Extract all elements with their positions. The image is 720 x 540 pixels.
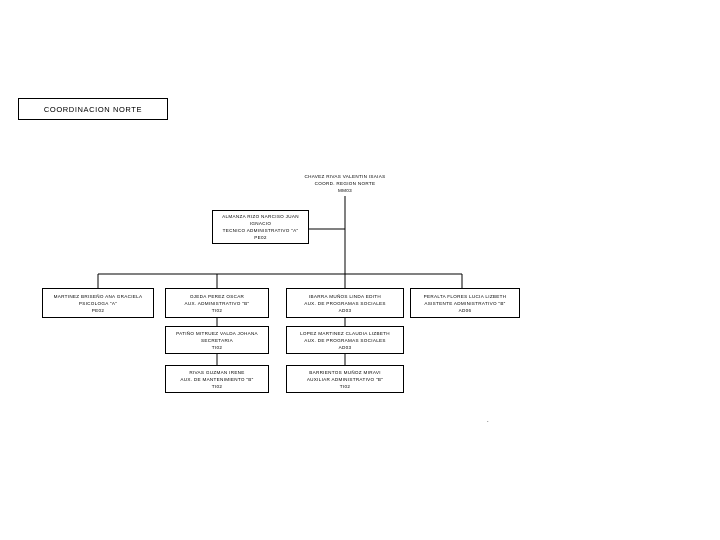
- node-assistant-name: ALMANZA RIZO NARCISO JUAN: [222, 214, 299, 219]
- node-martinez-name: MARTINEZ BRISEÑO ANA GRACIELA: [53, 293, 143, 299]
- org-node-martinez: MARTINEZ BRISEÑO ANA GRACIELA PSICOLOGA …: [42, 288, 154, 318]
- node-patino-position: SECRETARIA: [200, 337, 233, 343]
- node-lopez-name: LOPEZ MARTINEZ CLAUDIA LIZBETH: [300, 330, 390, 336]
- node-ibarra-position: AUX. DE PROGRAMAS SOCIALES: [304, 300, 386, 306]
- org-node-head: CHAVEZ RIVAS VALENTIN ISAIAS COORD. REGI…: [286, 170, 404, 196]
- node-rivas-code: TI02: [211, 383, 223, 389]
- node-assistant-name-cont: IGNACIO: [249, 221, 272, 226]
- node-martinez-position: PSICOLOGA "A": [78, 300, 118, 306]
- node-barrientos-position: AUXILIAR ADMINISTRATIVO "B": [306, 376, 384, 382]
- org-node-barrientos: BARRIENTOS MUÑOZ MIRAVI AUXILIAR ADMINIS…: [286, 365, 404, 393]
- node-peralta-code: AD06: [458, 307, 472, 313]
- node-ojeda-code: TI02: [211, 307, 223, 313]
- node-assistant-code: PE02: [254, 235, 267, 240]
- org-node-peralta: PERALTA FLORES LUCIA LIZBETH ASISTENTE A…: [410, 288, 520, 318]
- node-ojeda-position: AUX. ADMINISTRATIVO "B": [184, 300, 250, 306]
- org-node-lopez: LOPEZ MARTINEZ CLAUDIA LIZBETH AUX. DE P…: [286, 326, 404, 354]
- node-patino-code: TI02: [211, 344, 223, 350]
- node-martinez-code: PE02: [91, 307, 105, 313]
- node-rivas-name: RIVAS GUZMAN IRENE: [189, 369, 245, 375]
- org-node-rivas: RIVAS GUZMAN IRENE AUX. DE MANTENIMIENTO…: [165, 365, 269, 393]
- node-rivas-position: AUX. DE MANTENIMIENTO "B": [180, 376, 254, 382]
- node-head-code: MM03: [338, 187, 352, 193]
- node-assistant-position: TECNICO ADMINISTRATIVO "A": [222, 228, 299, 233]
- node-barrientos-code: TI02: [339, 383, 351, 389]
- org-node-assistant: ALMANZA RIZO NARCISO JUAN IGNACIO TECNIC…: [212, 210, 309, 244]
- node-peralta-position: ASISTENTE ADMINISTRATIVO "B": [424, 300, 506, 306]
- org-node-ibarra: IBARRA MUÑOS LINDA EDITH AUX. DE PROGRAM…: [286, 288, 404, 318]
- node-lopez-position: AUX. DE PROGRAMAS SOCIALES: [304, 337, 386, 343]
- footer-mark: .: [487, 418, 489, 424]
- node-lopez-code: AD03: [338, 344, 352, 350]
- coordination-title: COORDINACION NORTE: [18, 98, 168, 120]
- node-head-position: COORD. REGION NORTE: [314, 180, 376, 186]
- node-ibarra-code: AD03: [338, 307, 352, 313]
- node-barrientos-name: BARRIENTOS MUÑOZ MIRAVI: [309, 369, 381, 375]
- org-node-patino: PATIÑO MITRUEZ VALDA JOHANA SECRETARIA T…: [165, 326, 269, 354]
- node-head-name: CHAVEZ RIVAS VALENTIN ISAIAS: [304, 173, 386, 179]
- node-ibarra-name: IBARRA MUÑOS LINDA EDITH: [308, 293, 382, 299]
- org-node-ojeda: OJEDA PEREZ OSCAR AUX. ADMINISTRATIVO "B…: [165, 288, 269, 318]
- node-patino-name: PATIÑO MITRUEZ VALDA JOHANA: [176, 330, 258, 336]
- node-peralta-name: PERALTA FLORES LUCIA LIZBETH: [423, 293, 507, 299]
- node-ojeda-name: OJEDA PEREZ OSCAR: [189, 293, 245, 299]
